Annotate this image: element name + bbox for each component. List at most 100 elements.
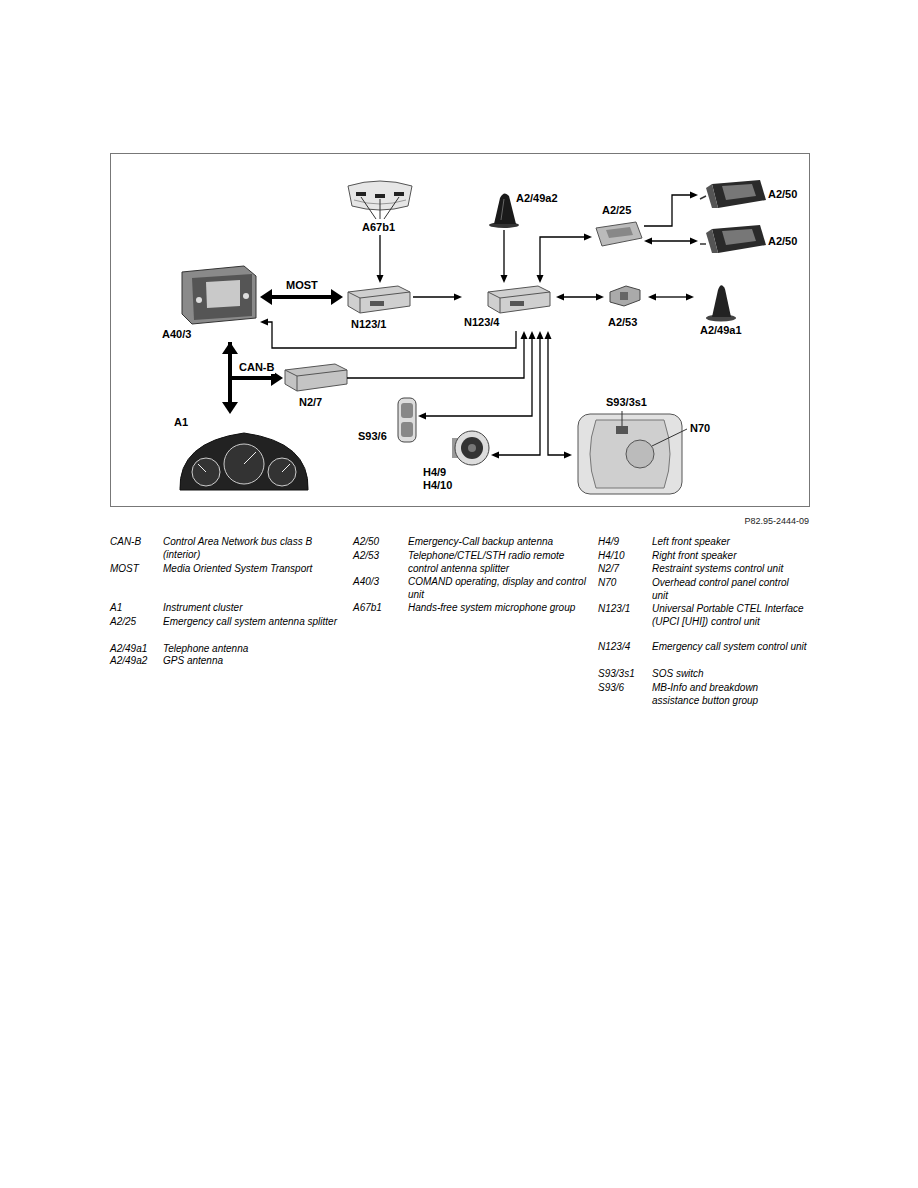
arrowhead [556,294,564,301]
key-description-holder: MB-Info and breakdown assistance button … [652,682,807,707]
gps-antenna: A2/49a2 [486,188,564,230]
bus-label-holder: CAN-B [238,361,275,374]
key-code-holder: N123/1 [598,603,630,616]
key-description: Telephone antenna [163,643,348,656]
key-description: COMAND operating, display and control un… [408,576,593,601]
key-code-holder: H4/9 [598,536,619,549]
arrowhead [521,331,528,339]
key-description: Instrument cluster [163,602,348,615]
component-label-holder: A2/25 [602,204,631,217]
connector-line [413,296,455,297]
backup-antenna-picture [700,180,766,208]
component-label-holder: H4/9 [423,466,446,479]
connector-line [499,339,541,456]
backup-antenna: A2/50 [698,223,806,259]
arrowhead [222,402,238,414]
component-label-holder: N70 [690,422,710,435]
key-description-holder: Emergency-Call backup antenna [408,536,593,549]
key-code-holder: A2/49a1 [110,643,147,656]
cluster-picture [180,433,308,490]
cluster-picture [244,452,256,464]
component-label: A2/49a1 [700,324,742,337]
component-label: A2/49a2 [516,192,558,205]
key-code-holder: N2/7 [598,563,619,576]
control-unit-picture [348,286,410,313]
overhead-panel-picture [578,414,682,494]
backup-antenna-picture [712,180,766,208]
component-label: A2/25 [602,204,631,217]
control-unit-picture [510,301,524,306]
connector-line [652,240,691,241]
key-description: Universal Portable CTEL Interface (UPCI … [652,603,807,628]
component-label-holder: S93/6 [358,430,387,443]
arrowhead [454,294,462,301]
component-label: A1 [174,416,188,429]
figure-frame [111,154,810,507]
key-code: A2/25 [110,616,136,629]
component-label: S93/6 [358,430,387,443]
cluster-picture [268,458,296,486]
button-group: S93/6 [358,396,418,446]
control-unit: N123/4 [462,283,556,331]
key-code: H4/9 [598,536,619,549]
telephone-antenna-picture [706,285,736,321]
key-code-holder: A2/49a2 [110,655,147,668]
control-unit-picture [285,370,347,376]
key-code-holder: H4/10 [598,550,625,563]
key-description: GPS antenna [163,655,348,668]
key-code-holder: N123/4 [598,641,630,654]
control-unit: N123/1 [343,283,413,332]
connector-line [644,195,691,226]
speaker-picture [455,431,489,465]
connector-line [503,230,504,276]
key-code: N2/7 [598,563,619,576]
key-description: Restraint systems control unit [652,563,807,576]
component-label-holder: A2/50 [768,235,797,248]
antenna-splitter: A2/53 [604,280,648,330]
signal-connector [648,294,694,301]
key-description-holder: COMAND operating, display and control un… [408,576,593,601]
key-description: Right front speaker [652,550,807,563]
key-code: A2/50 [353,536,379,549]
component-label: N2/7 [299,396,322,409]
splitter-picture [606,227,633,238]
signal-connector [377,235,384,283]
microphone-group: A67b1 [343,178,417,235]
key-code-holder: MOST [110,563,139,576]
key-description: SOS switch [652,668,807,681]
arrowhead [377,275,384,283]
component-label-holder: N2/7 [299,396,322,409]
key-code-holder: A2/53 [353,550,379,563]
key-code: CAN-B [110,536,141,549]
arrowhead [690,192,698,199]
comand-unit: A40/3 [160,262,260,342]
connector-line [347,339,524,379]
key-description-holder: Instrument cluster [163,602,348,615]
component-label: H4/9 [423,466,446,479]
component-label-holder: H4/10 [423,479,452,492]
key-code: A67b1 [353,602,382,615]
telephone-antenna-picture [712,285,731,317]
key-description: Control Area Network bus class B (interi… [163,536,348,561]
control-unit-picture [360,298,361,313]
key-code: S93/3s1 [598,668,635,681]
component-label: A67b1 [362,221,395,234]
splitter-picture [620,292,628,300]
key-description-holder: Restraint systems control unit [652,563,807,576]
splitter-picture [610,286,640,306]
component-label: A2/50 [768,235,797,248]
instrument-cluster: A1 [168,414,312,494]
gps-antenna-picture [501,199,504,220]
control-unit-picture [285,364,347,391]
cluster-picture [198,464,206,472]
button-group-picture [398,398,416,442]
component-label: N70 [690,422,710,435]
key-code-holder: N70 [598,577,616,590]
splitter-picture [610,286,640,306]
overhead-panel-picture [616,426,628,434]
microphone-picture [394,192,404,196]
microphone-picture [375,194,385,198]
connector-line [379,235,380,276]
overhead-panel-picture [590,420,670,488]
cluster-picture [224,444,264,484]
